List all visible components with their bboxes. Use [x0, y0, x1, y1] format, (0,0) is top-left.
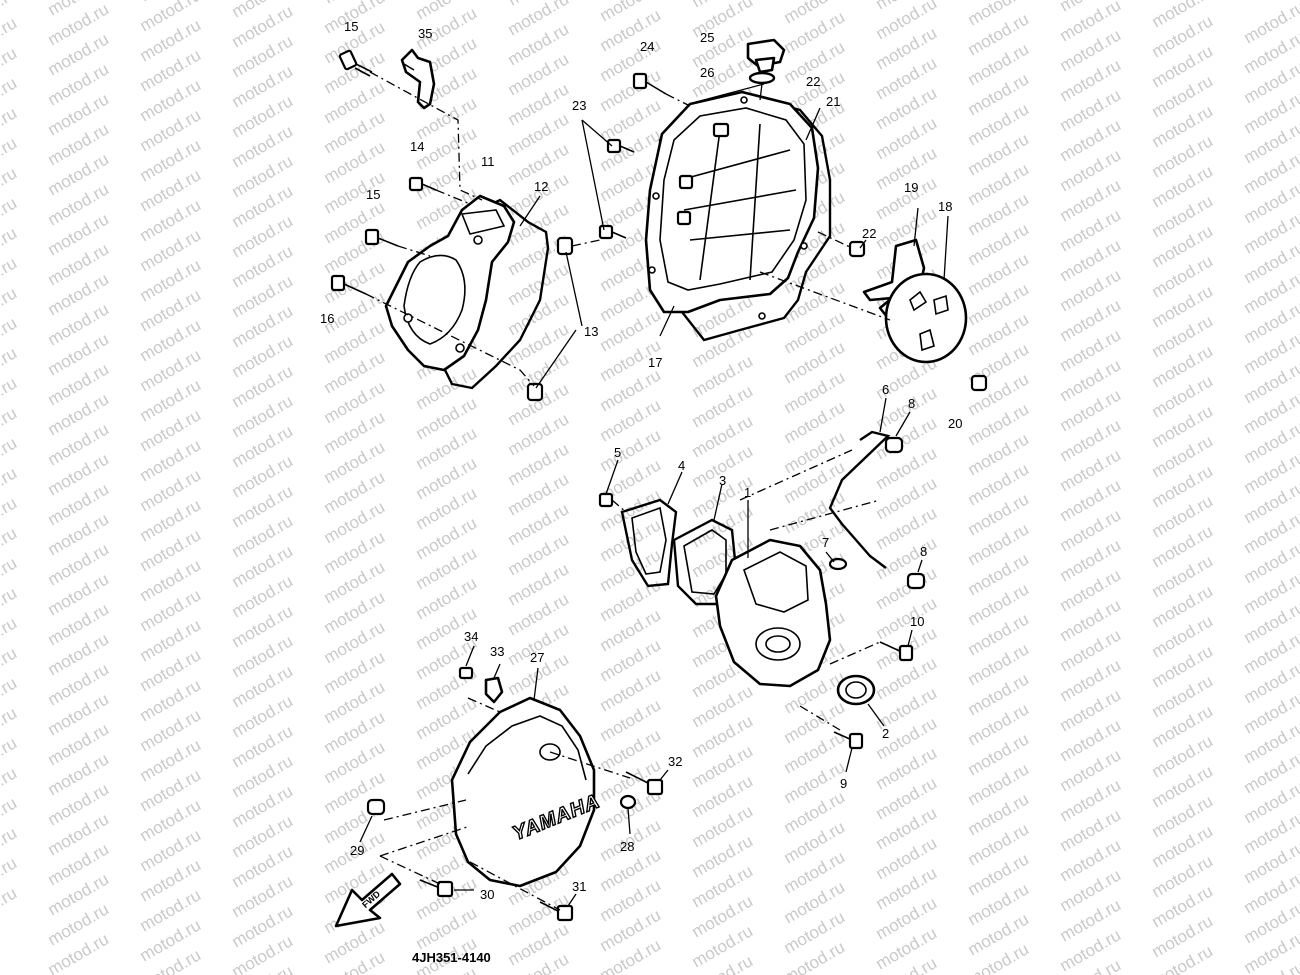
callout-19: 19 [904, 180, 918, 195]
cover-4 [620, 498, 678, 588]
clutch-cover-assembly [581, 38, 988, 392]
dowel-13-upper [556, 236, 574, 256]
callout-20: 20 [948, 416, 962, 431]
bolt-23-lower [598, 224, 614, 240]
bolt-15-top [338, 49, 373, 77]
callout-14: 14 [410, 139, 424, 154]
bolt-23-upper [606, 138, 622, 154]
callout-34: 34 [464, 629, 478, 644]
callout-12: 12 [534, 179, 548, 194]
generator-cover-assembly [330, 48, 601, 402]
dowel-22 [848, 240, 866, 258]
bolt-15-mid [364, 228, 380, 246]
callout-3: 3 [719, 473, 726, 488]
nut-34 [458, 666, 474, 680]
cover-27 [450, 696, 596, 888]
dowel-29 [366, 798, 386, 816]
bolt-32 [625, 771, 664, 796]
callout-28: 28 [620, 839, 634, 854]
crankcase-cover-assembly: YAMAHA FWD [334, 645, 669, 928]
o-ring-26 [748, 71, 776, 85]
bolt-14 [408, 176, 424, 192]
housing-1 [714, 538, 832, 688]
oil-filler-cap-25 [746, 38, 786, 74]
callout-22a: 22 [806, 74, 820, 89]
callout-29: 29 [350, 843, 364, 858]
callout-1: 1 [744, 485, 751, 500]
callout-25: 25 [700, 30, 714, 45]
callout-22b: 22 [862, 226, 876, 241]
callout-5: 5 [614, 445, 621, 460]
callout-21: 21 [826, 94, 840, 109]
washer-28 [619, 794, 637, 810]
callout-8a: 8 [908, 396, 915, 411]
diagram-code: 4JH351-4140 [412, 950, 491, 965]
bracket-33 [484, 676, 504, 704]
cover-11 [384, 194, 516, 372]
pipe-6 [828, 430, 891, 569]
plug-8-upper [884, 436, 904, 454]
callout-10: 10 [910, 614, 924, 629]
callout-15a: 15 [344, 19, 358, 34]
dowel-13-lower [526, 382, 544, 402]
callout-9: 9 [840, 776, 847, 791]
callout-30: 30 [480, 887, 494, 902]
plug-8-lower [906, 572, 926, 590]
callout-8b: 8 [920, 544, 927, 559]
callout-17: 17 [648, 355, 662, 370]
bolt-24 [632, 72, 648, 90]
bolt-30 [419, 879, 454, 898]
cover-18 [884, 272, 968, 364]
callout-13: 13 [584, 324, 598, 339]
callout-labels: 1 2 3 4 5 6 7 8 8 9 10 11 12 13 14 15 15… [320, 19, 962, 902]
callout-6: 6 [882, 382, 889, 397]
callout-24: 24 [640, 39, 654, 54]
callout-2: 2 [882, 726, 889, 741]
callout-15b: 15 [366, 187, 380, 202]
callout-31: 31 [572, 879, 586, 894]
breather-assembly [598, 397, 926, 773]
bolt-16 [330, 274, 346, 292]
callout-32: 32 [668, 754, 682, 769]
bolt-5 [598, 492, 614, 508]
callout-11: 11 [481, 154, 495, 169]
callout-23: 23 [572, 98, 586, 113]
plug-2 [836, 674, 876, 706]
bolt-9 [833, 731, 864, 750]
bolt-10 [879, 641, 914, 662]
callout-16: 16 [320, 311, 334, 326]
bolt-31 [539, 901, 574, 922]
callout-7: 7 [822, 535, 829, 550]
callout-33: 33 [490, 644, 504, 659]
bracket-35 [400, 48, 436, 110]
bolt-20 [970, 374, 988, 392]
callout-4: 4 [678, 458, 685, 473]
watermark-text: motod.ru [0, 883, 20, 933]
callout-35: 35 [418, 26, 432, 41]
callout-27: 27 [530, 650, 544, 665]
callout-18: 18 [938, 199, 952, 214]
callout-26: 26 [700, 65, 714, 80]
